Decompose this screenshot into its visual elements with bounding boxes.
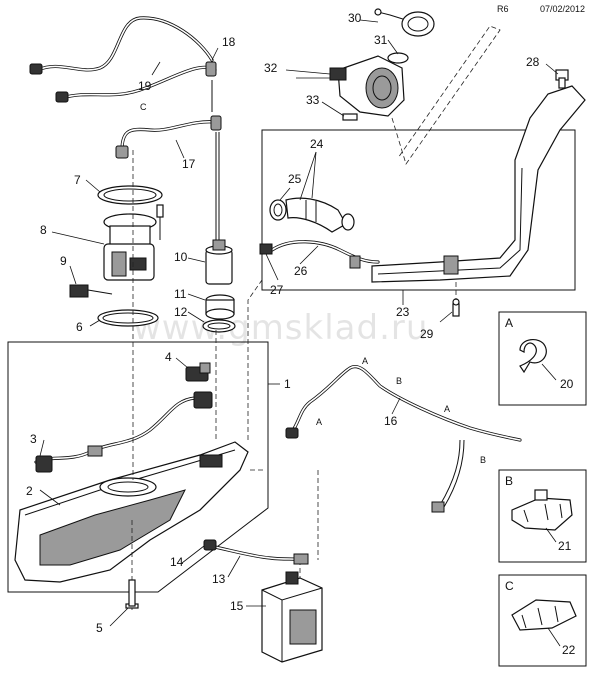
leader-lines [39,19,561,647]
watermark: www.gmsklad.ru [133,308,428,348]
fuel-line-16 [285,365,522,513]
callout-13: 13 [212,572,226,586]
diagram-date: 07/02/2012 [540,4,585,14]
callout-10: 10 [174,250,188,264]
fastener-33 [342,113,358,121]
callout-2: 2 [26,484,33,498]
callout-11: 11 [174,287,187,301]
tether-30 [374,8,435,37]
clip-marker-a1: A [362,356,368,366]
callout-30: 30 [348,11,362,25]
callout-25: 25 [288,172,302,186]
filler-pipe-frame-23 [261,129,576,291]
callout-31: 31 [374,33,388,47]
callout-6: 6 [76,320,83,334]
fuel-filler-housing-32 [329,55,405,117]
bolt-29 [452,298,460,317]
grommet-25 [269,199,287,221]
callout-18: 18 [222,35,236,49]
detail-box-c [498,574,587,667]
clip-marker-b2: B [480,455,486,465]
callout-22: 22 [562,643,576,657]
callout-16: 16 [384,414,398,428]
callout-23: 23 [396,305,410,319]
callout-21: 21 [558,539,572,553]
vent-hose-26 [270,240,380,269]
callout-5: 5 [96,621,103,635]
connector-4 [185,362,211,382]
callout-8: 8 [40,223,47,237]
diagram-code: R6 [497,4,509,14]
callout-3: 3 [30,432,37,446]
wiring-harness-3 [34,391,213,473]
callout-14: 14 [170,555,184,569]
clip-21 [511,489,573,531]
detail-box-a [498,311,587,406]
clip-marker-b1: B [396,376,402,386]
clip-22 [511,599,577,631]
clip-marker-a2: A [316,417,322,427]
callout-27: 27 [270,283,284,297]
clip-20 [519,339,547,374]
dash-guide-filler [247,279,263,440]
filter-bracket-11 [205,294,235,320]
detail-box-a-label: A [505,316,513,330]
detail-box-c-label: C [505,579,514,593]
fuel-tank-2 [14,441,249,583]
vapor-line-13 [203,539,309,565]
callout-15: 15 [230,599,244,613]
dash-guide-filler-box [391,25,501,165]
callout-29: 29 [420,327,434,341]
clip-marker-c1: C [140,102,147,112]
callout-26: 26 [294,264,308,278]
fuel-pump-module-8 [103,204,164,281]
callout-1: 1 [284,377,291,391]
callout-7: 7 [74,173,81,187]
callout-17: 17 [182,157,196,171]
detail-box-b [498,469,587,563]
callout-9: 9 [60,254,67,268]
seal-ring-6 [97,309,159,327]
bolt-28 [555,69,569,89]
filter-seal-12 [202,319,236,333]
seal-31 [387,52,409,64]
callout-24: 24 [310,137,324,151]
fuel-filter-10 [205,239,233,285]
evap-canister-15 [261,571,323,663]
callout-28: 28 [526,55,540,69]
clamp-27 [259,243,273,255]
filler-hose-24 [285,197,355,233]
fuel-return-line-17 [115,80,222,250]
filler-pipe [371,85,586,283]
fuel-level-sender-9 [69,284,113,298]
clip-marker-a3: A [444,404,450,414]
callout-4: 4 [165,350,172,364]
callout-12: 12 [174,305,188,319]
detail-box-b-label: B [505,474,513,488]
fuel-feed-line-19 [29,16,217,103]
callout-32: 32 [264,61,278,75]
callout-19: 19 [138,79,152,93]
callout-20: 20 [560,377,574,391]
callout-33: 33 [306,93,320,107]
lock-ring-7 [97,185,163,205]
bolt-5 [125,579,139,609]
